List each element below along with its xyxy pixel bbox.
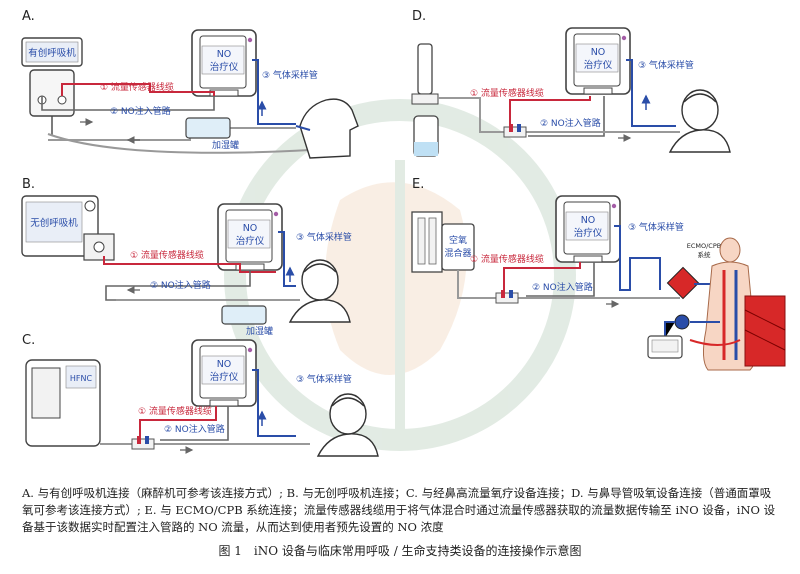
panel-b-no-label-2: 治疗仪	[236, 235, 265, 247]
panel-b-injection-tube: ② NO注入管路	[150, 279, 211, 291]
panel-c-no-label-2: 治疗仪	[210, 371, 239, 383]
panel-a-no-label-2: 治疗仪	[210, 61, 239, 73]
panel-e-system-label: ECMO/CPB	[687, 242, 721, 250]
panel-a-device-label: 有创呼吸机	[28, 47, 76, 59]
panel-a-no-label-1: NO	[217, 49, 232, 60]
panel-c-sensor-cable: ① 流量传感器线缆	[138, 405, 212, 417]
panel-e-system-label-2: 系统	[698, 250, 712, 259]
panel-b: B. 无创呼吸机 NO 治疗仪 加湿罐 ① 流量传感器线缆 ② NO注入管路 ③…	[21, 177, 352, 337]
panel-b-humidifier-label: 加湿罐	[246, 325, 273, 337]
panel-d-sensor-cable: ① 流量传感器线缆	[470, 87, 544, 99]
figure-title: 图 1 iNO 设备与临床常用呼吸 / 生命支持类设备的连接操作示意图	[218, 544, 582, 558]
panel-b-letter: B.	[22, 177, 35, 192]
panel-b-sensor-cable: ① 流量传感器线缆	[130, 249, 204, 261]
panel-d-letter: D.	[412, 9, 426, 24]
panel-e-no-label-2: 治疗仪	[574, 227, 603, 239]
panel-e-mixer-label-2: 混合器	[444, 247, 471, 259]
panel-b-no-label-1: NO	[243, 223, 258, 234]
panel-e-letter: E.	[412, 177, 424, 192]
connection-diagram: A. 有创呼吸机 NO 治疗仪 加湿罐 ① 流量传感器线缆 ② NO注入管路 ③…	[21, 9, 786, 457]
panel-a-humidifier-label: 加湿罐	[212, 139, 239, 151]
panel-e: E. 空氧 混合器 NO 治疗仪 ① 流量传感器线缆 ② NO注入管路 ③ 气体…	[411, 177, 786, 371]
panel-b-sampling-tube: ③ 气体采样管	[296, 231, 352, 243]
panel-a-sensor-cable: ① 流量传感器线缆	[100, 81, 174, 93]
panel-d-injection-tube: ② NO注入管路	[540, 117, 601, 129]
figure-caption: A. 与有创呼吸机连接（麻醉机可参考该连接方式）; B. 与无创呼吸机连接；C.…	[22, 486, 776, 534]
panel-e-sampling-tube: ③ 气体采样管	[628, 221, 684, 233]
panel-e-no-label-1: NO	[581, 215, 596, 226]
panel-c-device-label: HFNC	[70, 374, 93, 383]
panel-a-sampling-tube: ③ 气体采样管	[262, 69, 318, 81]
panel-c-letter: C.	[22, 333, 35, 348]
panel-c-injection-tube: ② NO注入管路	[164, 423, 225, 435]
panel-d-sampling-tube: ③ 气体采样管	[638, 59, 694, 71]
panel-e-mixer-label-1: 空氧	[449, 234, 467, 246]
panel-d: D. NO 治疗仪 ① 流量传感器线缆 ② NO注入管路 ③ 气体采样管	[411, 9, 731, 157]
panel-e-sensor-cable: ① 流量传感器线缆	[470, 253, 544, 265]
panel-b-device-label: 无创呼吸机	[30, 217, 78, 229]
panel-c-sampling-tube: ③ 气体采样管	[296, 373, 352, 385]
panel-c: C. HFNC NO 治疗仪 ① 流量传感器线缆 ② NO注入管路 ③ 气体采样…	[22, 333, 379, 457]
panel-a: A. 有创呼吸机 NO 治疗仪 加湿罐 ① 流量传感器线缆 ② NO注入管路 ③…	[21, 9, 359, 159]
panel-c-no-label-1: NO	[217, 359, 232, 370]
panel-d-no-label-1: NO	[591, 47, 606, 58]
panel-a-letter: A.	[22, 9, 35, 24]
panel-a-injection-tube: ② NO注入管路	[110, 105, 171, 117]
panel-d-no-label-2: 治疗仪	[584, 59, 613, 71]
panel-e-injection-tube: ② NO注入管路	[532, 281, 593, 293]
